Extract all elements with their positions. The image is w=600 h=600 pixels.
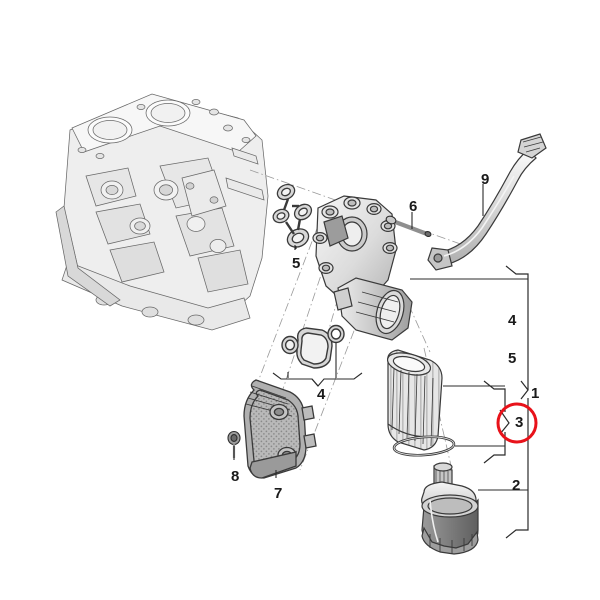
housing-bolt-part [385, 215, 432, 238]
red-circle-highlight [496, 402, 538, 444]
bracket-4-left [272, 342, 363, 387]
oil-cooler-part [243, 379, 317, 479]
bracket-outer-1 [505, 265, 529, 539]
engine-block-illustration [55, 93, 269, 331]
oil-filter-cap-part [421, 462, 479, 555]
callout-label-5-gasket: 5 [292, 255, 301, 272]
right-leader-lines [410, 278, 528, 491]
oil-cooler-bolt-part [227, 430, 241, 458]
callout-label-6: 6 [409, 198, 418, 215]
oil-filter-housing-part [312, 195, 413, 341]
callout-label-4-upper: 4 [508, 312, 517, 329]
gasket-o-ring-group-parts [281, 324, 345, 369]
callout-label-9: 9 [481, 171, 490, 188]
oil-filter-element-part [386, 349, 443, 451]
callout-label-4-group: 4 [317, 386, 326, 403]
bracket-inner-3 [483, 380, 506, 464]
callout-label-1: 1 [531, 385, 540, 402]
callout-label-5-upper: 5 [508, 350, 517, 367]
bracket-tips [499, 380, 529, 435]
housing-gasket-part [272, 183, 313, 248]
callout-label-2: 2 [512, 477, 521, 494]
callout-label-7: 7 [274, 485, 283, 502]
callout-label-8: 8 [231, 468, 240, 485]
callout-label-3: 3 [515, 414, 524, 431]
filter-o-ring-part [392, 435, 456, 457]
oil-return-pipe-part [427, 133, 547, 271]
